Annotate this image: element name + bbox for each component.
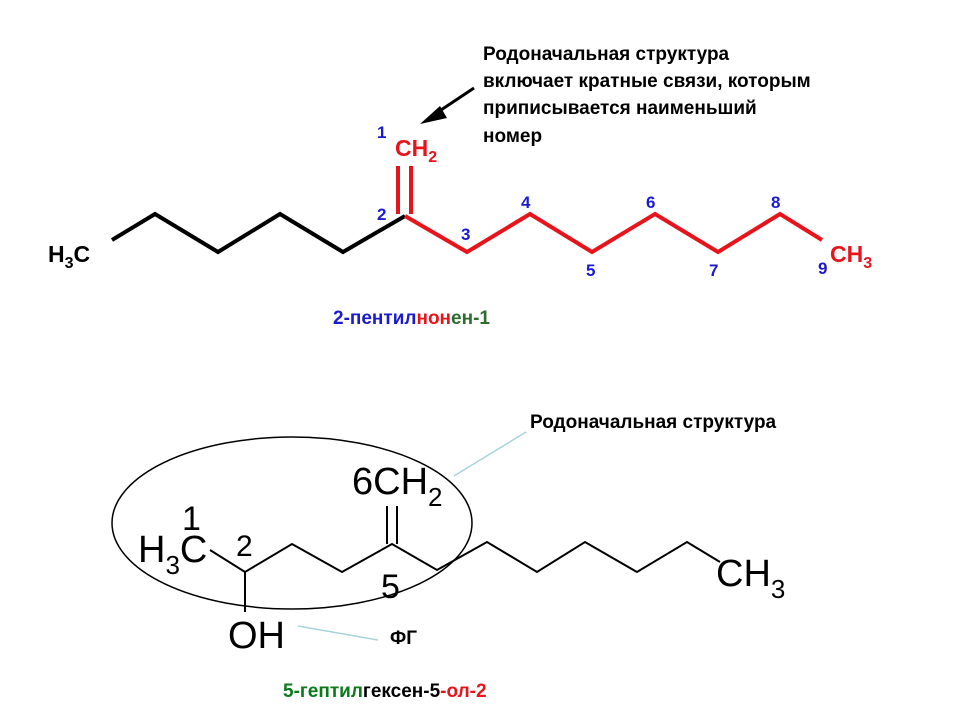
oh-label: OH: [228, 615, 285, 657]
annotation-text: Родоначальная структура включает кратные…: [483, 44, 816, 147]
skeleton-bonds: [209, 540, 721, 574]
ch2-label-top: CH2: [395, 135, 437, 166]
locant-3: 3: [461, 225, 470, 244]
locant-2: 2: [377, 205, 386, 224]
locant-5: 5: [586, 261, 595, 280]
locant-6: 6: [646, 193, 655, 212]
compound-name-top: 2-пентилнонен-1: [333, 308, 490, 329]
main-chain-bonds: [403, 211, 824, 255]
ch2-label-bottom: 6CH2: [352, 461, 443, 512]
locant-7: 7: [709, 261, 718, 280]
locant-bottom-1: 1: [182, 500, 201, 538]
fg-label: ФГ: [390, 628, 417, 649]
locant-bottom-5: 5: [381, 568, 400, 606]
pointer-arrowhead: [420, 106, 447, 124]
locant-1: 1: [377, 123, 386, 142]
h3c-label-top: H3C: [48, 241, 90, 272]
h3c-label-bottom: H3C: [138, 529, 207, 580]
fg-leader-line: [297, 625, 379, 641]
locant-bottom-2: 2: [236, 530, 253, 563]
parent-structure-label: Родоначальная структура: [530, 412, 777, 433]
parent-leader-line: [453, 431, 527, 477]
ch3-label-bottom: CH3: [716, 553, 785, 604]
pentyl-chain-bonds: [110, 211, 407, 255]
ch3-label-top: CH3: [830, 241, 872, 272]
locant-8: 8: [771, 193, 780, 212]
compound-name-bottom: 5-гептилгексен-5-ол-2: [283, 681, 487, 702]
locant-9: 9: [818, 259, 827, 278]
parent-structure-ellipse: [111, 436, 473, 610]
locant-4: 4: [521, 193, 531, 212]
